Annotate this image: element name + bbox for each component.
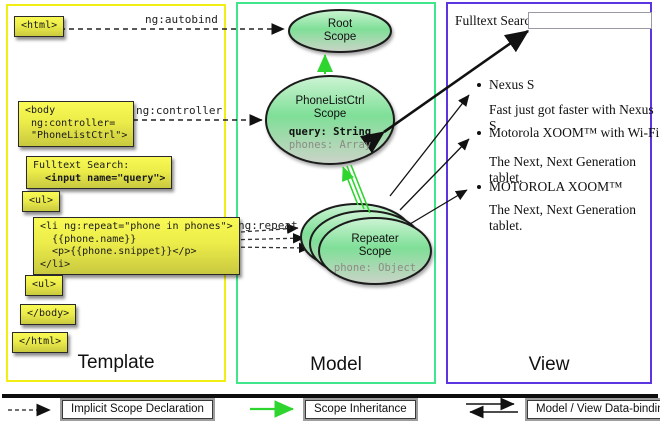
bullet-icon bbox=[477, 83, 481, 87]
code-fulltext-search: Fulltext Search: <input name="query"> bbox=[26, 156, 173, 189]
bullet-icon bbox=[477, 185, 481, 189]
view-item-name: Motorola XOOM™ with Wi-Fi bbox=[489, 125, 660, 140]
repeater-scope-title: Repeater Scope bbox=[351, 233, 399, 258]
phonelistctrl-phones-prop: phones: Array bbox=[288, 139, 372, 151]
root-scope-title: Root Scope bbox=[323, 18, 357, 43]
repeater-phone-prop: phone: Object bbox=[333, 262, 417, 274]
phonelistctrl-scope-title: PhoneListCtrl Scope bbox=[295, 95, 365, 120]
code-html-open: <html> bbox=[14, 16, 65, 37]
code-ul-open: <ul> bbox=[22, 191, 61, 212]
model-panel-label: Model bbox=[310, 354, 362, 375]
view-search-label: Fulltext Search: bbox=[455, 13, 541, 28]
legend-divider bbox=[2, 394, 658, 398]
model-panel: Model bbox=[236, 2, 436, 384]
phonelistctrl-query-prop: query: String bbox=[288, 126, 372, 138]
view-item-name: MOTOROLA XOOM™ bbox=[489, 179, 623, 194]
bullet-icon bbox=[477, 131, 481, 135]
legend-implicit-scope-label: Implicit Scope Declaration bbox=[62, 400, 213, 419]
legend-data-binding-label: Model / View Data-binding bbox=[527, 400, 660, 419]
code-li-repeat: <li ng:repeat="phone in phones"> {{phone… bbox=[33, 217, 240, 275]
code-body-open: <body ng:controller= "PhoneListCtrl"> bbox=[18, 101, 135, 147]
code-fulltext-input: <input name="query"> bbox=[33, 172, 166, 184]
controller-label: ng:controller bbox=[136, 104, 223, 117]
view-item-desc: The Next, Next Generation tablet. bbox=[489, 202, 636, 233]
view-item-name: Nexus S bbox=[489, 77, 535, 92]
template-panel-label: Template bbox=[77, 352, 155, 373]
code-fulltext-label: Fulltext Search: bbox=[33, 160, 130, 171]
code-ul-close: <ul> bbox=[25, 275, 64, 296]
repeat-label: ng:repeat bbox=[238, 219, 298, 232]
legend-scope-inheritance-label: Scope Inheritance bbox=[305, 400, 416, 419]
view-item-desc: The Next, Next Generation tablet. bbox=[489, 154, 636, 185]
view-panel-label: View bbox=[528, 354, 570, 375]
code-body-close: </body> bbox=[20, 304, 77, 325]
fulltext-search-input[interactable] bbox=[528, 12, 652, 29]
autobind-label: ng:autobind bbox=[145, 13, 218, 26]
code-html-close: </html> bbox=[12, 332, 69, 353]
